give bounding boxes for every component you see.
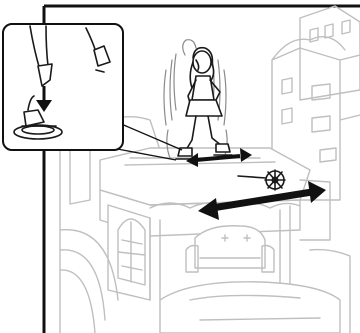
double-arrow-large bbox=[198, 181, 326, 220]
castle-playset bbox=[59, 5, 360, 333]
slider-knob bbox=[237, 169, 286, 191]
zoom-inset-foot-on-stand bbox=[2, 23, 124, 151]
double-arrow-small bbox=[186, 148, 252, 167]
skating-doll bbox=[163, 39, 233, 160]
